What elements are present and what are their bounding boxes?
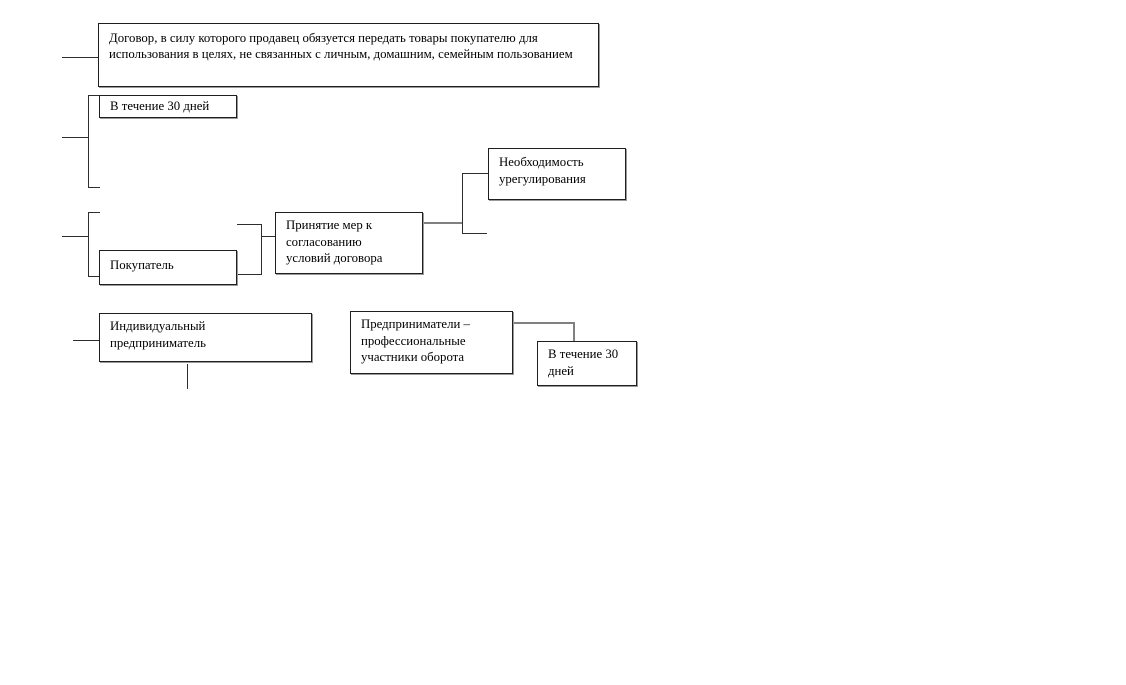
stub-individual-bottom	[187, 364, 188, 389]
connector-individual-left	[73, 340, 100, 341]
box-professional-participants: Предприниматели – профессиональные участ…	[350, 311, 513, 374]
box-individual-entrepreneur-label: Индивидуальный предприниматель	[110, 319, 206, 350]
box-within-30-days-bottom: В течение 30 дней	[537, 341, 637, 386]
bracket-upper-top-tick	[88, 95, 99, 96]
connector-measures-right	[423, 222, 463, 224]
bracket-buyer-left-bottom-tick	[88, 276, 100, 277]
box-contract: Договор, в силу которого продавец обязуе…	[98, 23, 599, 87]
bracket-necessity-top-tick	[462, 173, 489, 174]
box-buyer: Покупатель	[99, 250, 237, 285]
box-within-30-days-top-label: В течение 30 дней	[110, 99, 210, 113]
bracket-upper-bottom-tick	[88, 187, 100, 188]
connector-to-measures	[261, 236, 276, 237]
bracket-necessity-bottom-tick	[462, 233, 487, 234]
bracket-buyer-right-vertical	[261, 224, 262, 275]
bracket-buyer-left-stub	[62, 236, 89, 237]
bracket-buyer-left-top-tick	[88, 212, 100, 213]
bracket-upper-vertical	[88, 95, 89, 188]
box-within-30-days-top: В течение 30 дней	[99, 95, 237, 118]
bracket-upper-left-stub	[62, 137, 89, 138]
bracket-buyer-left-vertical	[88, 212, 89, 277]
box-professional-participants-label: Предприниматели – профессиональные участ…	[361, 317, 470, 364]
box-necessity-label: Необходимость урегулирования	[499, 155, 586, 186]
box-measures-label: Принятие мер к согласованию условий дого…	[286, 218, 383, 265]
box-contract-label: Договор, в силу которого продавец обязуе…	[109, 31, 573, 61]
bracket-buyer-right-top-tick	[237, 224, 262, 225]
bracket-buyer-right-bottom-tick	[237, 274, 262, 275]
connector-contract-left	[62, 57, 98, 58]
box-necessity: Необходимость урегулирования	[488, 148, 626, 200]
box-within-30-days-bottom-label: В течение 30 дней	[548, 347, 619, 378]
elbow-professionals-horizontal	[513, 322, 575, 324]
box-buyer-label: Покупатель	[110, 258, 174, 272]
bracket-necessity-vertical	[462, 173, 463, 234]
elbow-professionals-vertical	[573, 322, 575, 341]
box-measures: Принятие мер к согласованию условий дого…	[275, 212, 423, 274]
box-individual-entrepreneur: Индивидуальный предприниматель	[99, 313, 312, 362]
